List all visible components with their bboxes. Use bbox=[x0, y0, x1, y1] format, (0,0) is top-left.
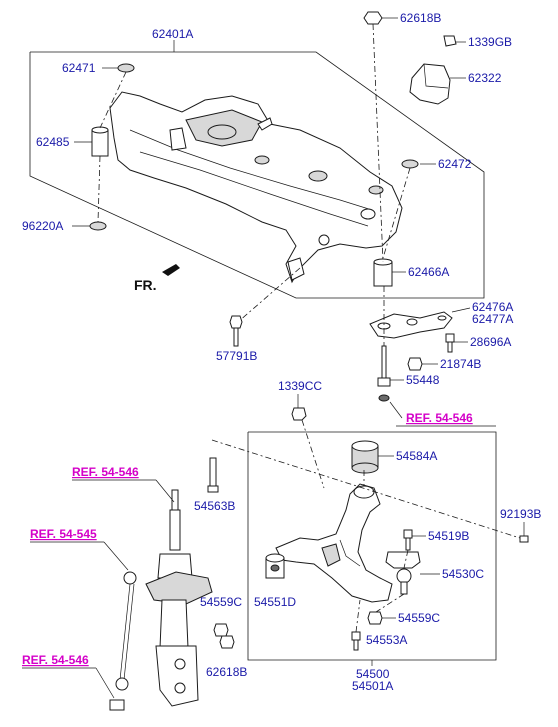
label-62485: 62485 bbox=[36, 135, 70, 149]
washer-55448[interactable] bbox=[378, 394, 390, 402]
label-54500: 54500 bbox=[356, 667, 390, 681]
nut-54559c-right[interactable] bbox=[367, 611, 396, 625]
front-label: FR. bbox=[134, 277, 157, 293]
bolt-55448[interactable] bbox=[377, 345, 404, 387]
ref-54-546-bottom: REF. 54-546 bbox=[22, 653, 89, 667]
label-62618b-top: 62618B bbox=[400, 11, 441, 25]
bolt-28696a[interactable] bbox=[445, 333, 468, 353]
bushing-54584a[interactable] bbox=[351, 440, 394, 474]
stud-bolt-54563b[interactable] bbox=[207, 457, 219, 493]
strut-assembly[interactable] bbox=[145, 489, 213, 707]
bushing-62485[interactable] bbox=[74, 126, 109, 157]
label-62322: 62322 bbox=[468, 71, 502, 85]
pin-92193b[interactable] bbox=[519, 522, 529, 543]
bolt-57791b[interactable] bbox=[229, 315, 243, 347]
label-54551d: 54551D bbox=[254, 595, 296, 609]
ref-54-546-strut: REF. 54-546 bbox=[72, 465, 139, 479]
label-57791b: 57791B bbox=[216, 349, 257, 363]
label-1339gb: 1339GB bbox=[468, 35, 512, 49]
label-54519b: 54519B bbox=[428, 529, 469, 543]
label-28696a: 28696A bbox=[470, 335, 511, 349]
lower-control-arm-54500[interactable] bbox=[275, 483, 393, 603]
bolt-1339cc[interactable] bbox=[291, 394, 307, 421]
label-62477a: 62477A bbox=[472, 312, 513, 326]
label-62476a: 62476A bbox=[472, 300, 513, 314]
link-bolt-bottom[interactable] bbox=[109, 699, 125, 711]
front-direction-indicator: FR. bbox=[134, 264, 180, 293]
bolt-54553a[interactable] bbox=[351, 631, 361, 651]
label-62472: 62472 bbox=[438, 157, 472, 171]
bolt-54519b[interactable] bbox=[403, 529, 426, 551]
reference-labels: REF. 54-546 REF. 54-546 REF. 54-545 REF.… bbox=[22, 411, 473, 667]
label-21874b: 21874B bbox=[440, 357, 481, 371]
assembly-line-1339cc bbox=[301, 419, 325, 489]
label-62618b-bottom: 62618B bbox=[206, 665, 247, 679]
nut-54559c-left[interactable] bbox=[213, 623, 229, 637]
front-crossmember[interactable] bbox=[109, 91, 403, 284]
label-54559c-left: 54559C bbox=[200, 595, 242, 609]
bushing-54551d[interactable] bbox=[265, 553, 285, 579]
label-62471: 62471 bbox=[62, 61, 96, 75]
label-54530c: 54530C bbox=[442, 567, 484, 581]
label-55448: 55448 bbox=[406, 373, 440, 387]
bracket-62476a[interactable] bbox=[369, 307, 471, 339]
bushing-cap-62471[interactable] bbox=[102, 63, 135, 73]
label-1339cc: 1339CC bbox=[278, 379, 322, 393]
label-54563b: 54563B bbox=[194, 499, 235, 513]
label-92193b: 92193B bbox=[500, 507, 541, 521]
bushing-62466a[interactable] bbox=[373, 258, 406, 287]
washer-96220a[interactable] bbox=[72, 221, 107, 231]
ref-54-545: REF. 54-545 bbox=[30, 527, 97, 541]
label-54584a: 54584A bbox=[396, 449, 437, 463]
ball-joint-54530c[interactable] bbox=[385, 551, 440, 595]
reference-leaders bbox=[22, 401, 403, 699]
front-arrow-icon bbox=[162, 264, 180, 276]
nut-62618b-bottom[interactable] bbox=[219, 635, 235, 649]
label-54501a: 54501A bbox=[352, 679, 393, 693]
bracket-62322[interactable] bbox=[409, 63, 466, 105]
nut-21874b[interactable] bbox=[407, 357, 438, 371]
label-62466a: 62466A bbox=[408, 265, 449, 279]
label-54553a: 54553A bbox=[366, 633, 407, 647]
stabilizer-link[interactable] bbox=[115, 571, 137, 691]
bolt-1339gb[interactable] bbox=[443, 35, 466, 47]
ref-54-546-right: REF. 54-546 bbox=[406, 411, 473, 425]
assembly-lines-upper bbox=[97, 23, 411, 323]
label-96220a: 96220A bbox=[22, 219, 63, 233]
assembly-lines-lower bbox=[211, 439, 521, 633]
bushing-cap-62472[interactable] bbox=[401, 159, 436, 169]
lower-arm-group-frame bbox=[247, 425, 497, 666]
part-number-labels: 62401A 62618B 1339GB 62471 62322 62485 6… bbox=[22, 11, 541, 693]
label-54559c-right: 54559C bbox=[398, 611, 440, 625]
label-62401a: 62401A bbox=[152, 27, 193, 41]
nut-62618b-top[interactable] bbox=[363, 11, 398, 25]
crossmember-group-frame bbox=[29, 40, 485, 299]
